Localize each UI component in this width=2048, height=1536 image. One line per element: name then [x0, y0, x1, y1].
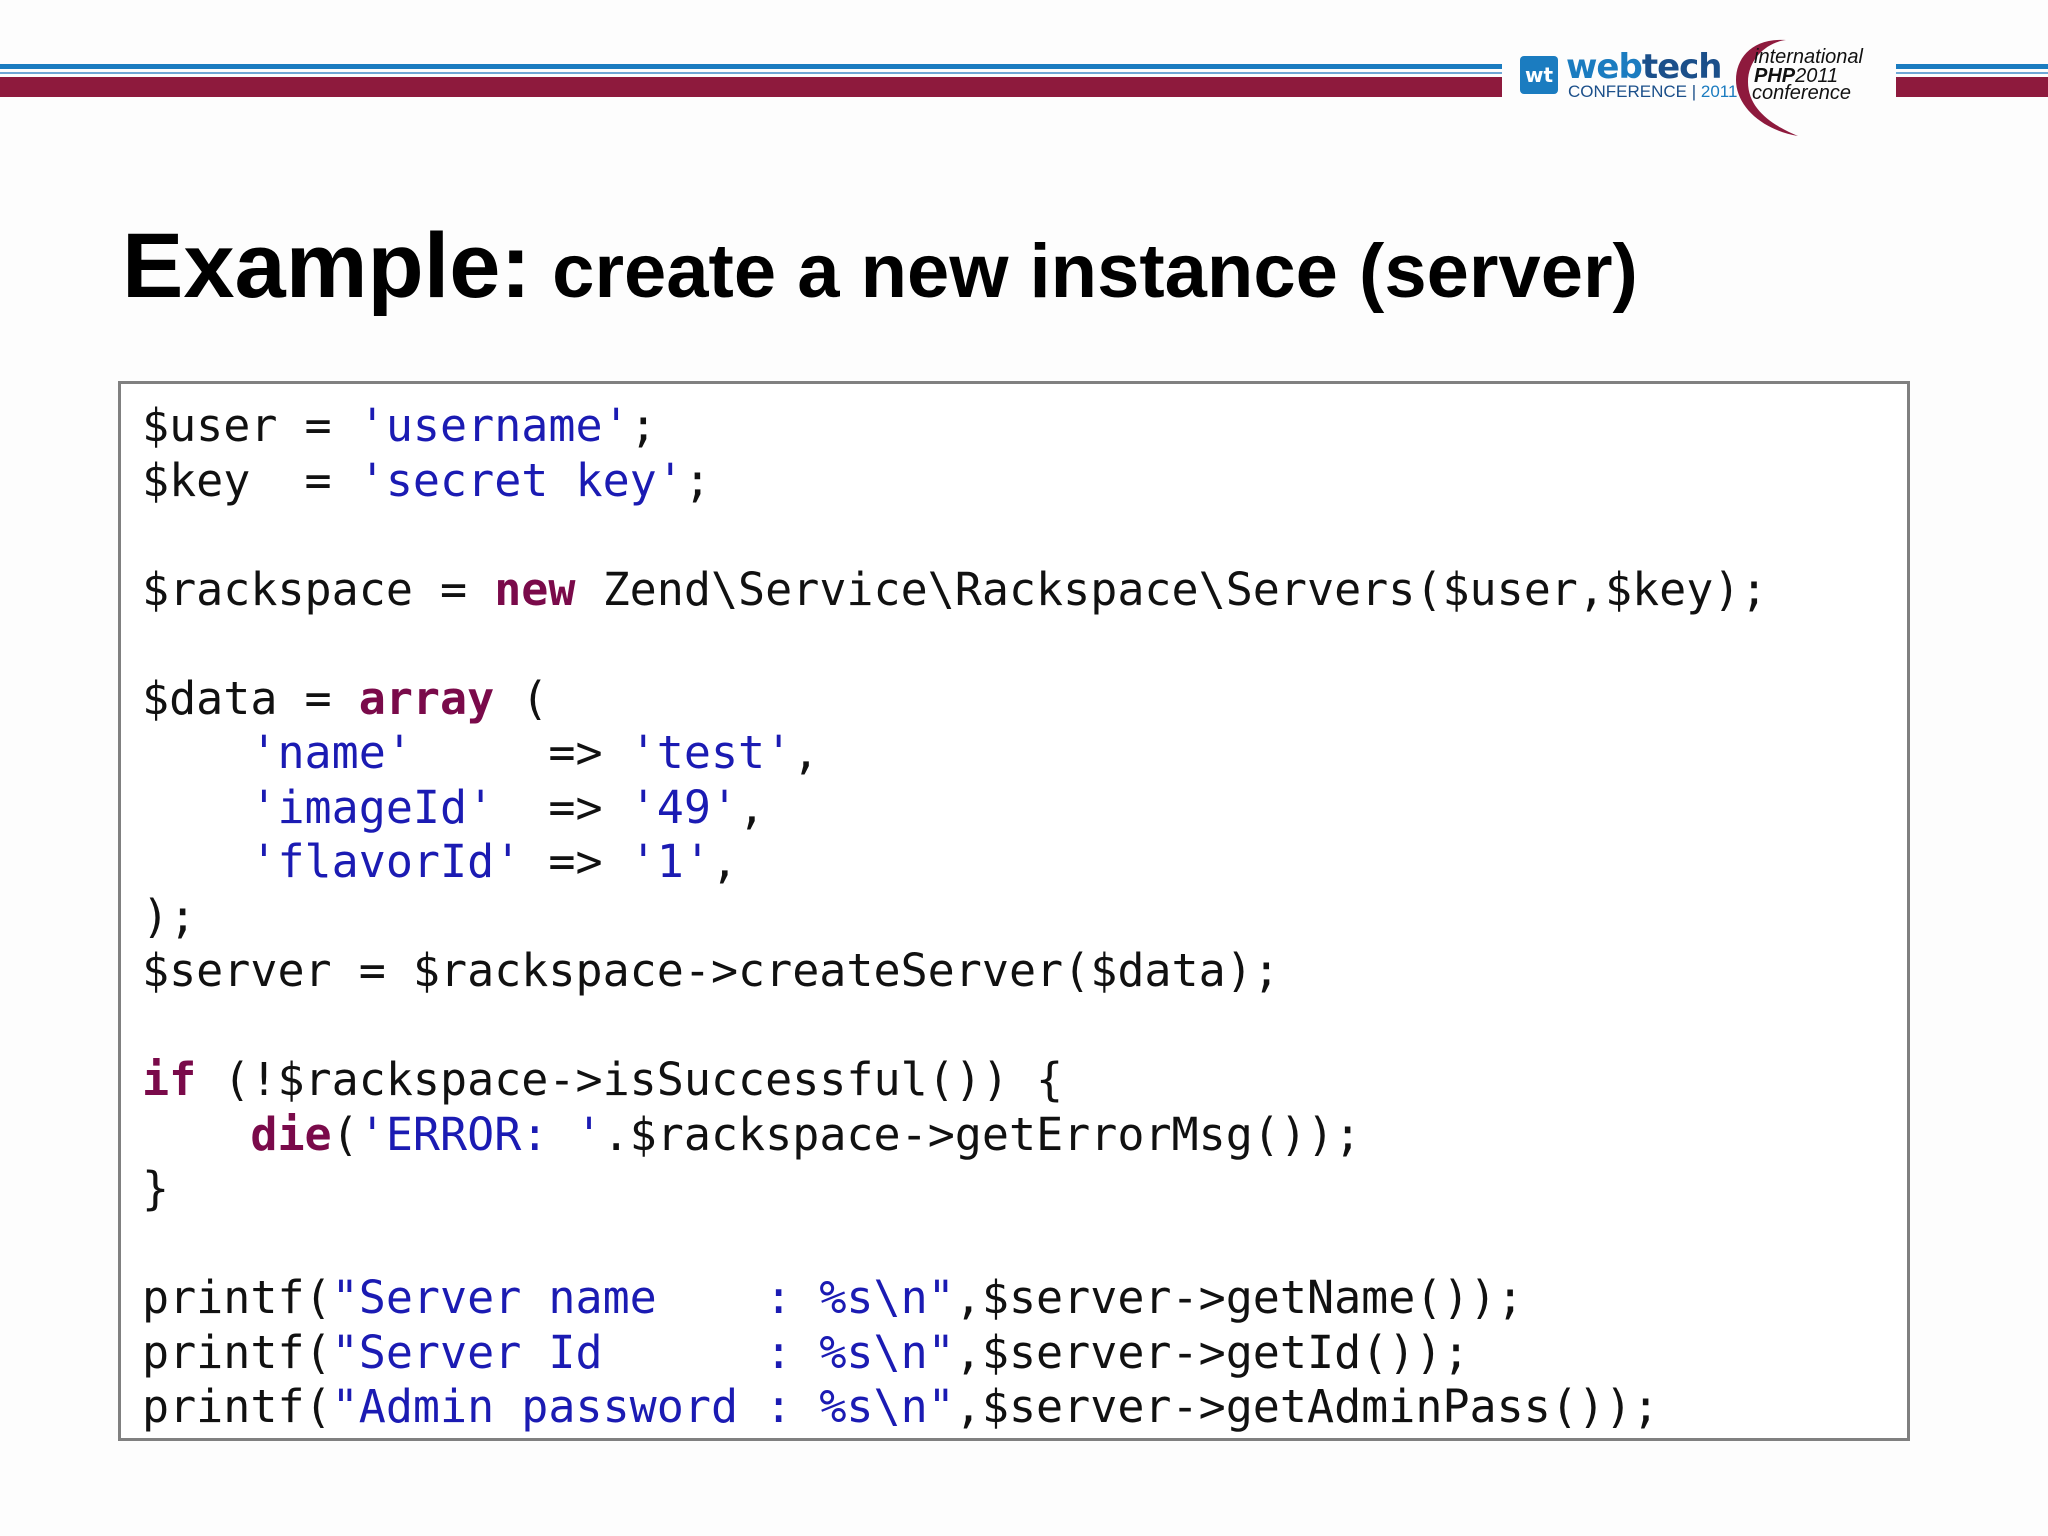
code-line: ); — [142, 889, 196, 945]
code-string: '1' — [629, 835, 711, 888]
webtech-conference-logo: wt webtech CONFERENCE | 2011 — [1516, 46, 1737, 106]
code-line: 'imageId' => '49', — [142, 780, 765, 836]
code-line: 'name' => 'test', — [142, 725, 819, 781]
code-line: } — [142, 1161, 169, 1217]
code-text — [142, 1108, 250, 1161]
code-string: 'name' — [250, 726, 413, 779]
code-string: 'secret key' — [358, 453, 684, 507]
code-text: ,$server->getAdminPass()); — [954, 1380, 1660, 1433]
slide-title: Example: create a new instance (server) — [122, 214, 1638, 319]
code-text: printf( — [142, 1380, 332, 1433]
code-line: 'flavorId' => '1', — [142, 834, 738, 890]
code-text: => — [494, 780, 630, 834]
code-text: } — [142, 1162, 170, 1215]
code-text: printf( — [142, 1271, 332, 1324]
code-line: printf("Server Id : %s\n",$server->getId… — [142, 1325, 1470, 1381]
code-text: ; — [629, 399, 657, 452]
header-blue-thin-stripe — [0, 72, 1502, 74]
code-keyword: array — [358, 671, 495, 725]
slide-title-main: Example: — [122, 215, 532, 317]
code-line: printf("Server name : %s\n",$server->get… — [142, 1270, 1524, 1326]
code-text: ( — [331, 1107, 359, 1161]
code-line: if (!$rackspace->isSuccessful()) { — [142, 1052, 1063, 1108]
code-string: '49' — [629, 780, 739, 834]
header-blue-stripe-right — [1896, 64, 2048, 69]
code-text: , — [738, 780, 766, 834]
code-line: printf("Admin password : %s\n",$server->… — [142, 1379, 1659, 1435]
code-text — [142, 781, 250, 834]
php-swoosh-icon — [1736, 39, 1798, 137]
code-text — [142, 835, 250, 888]
code-string: "Server name : %s\n" — [331, 1271, 955, 1324]
webtech-subtitle: CONFERENCE | 2011 — [1568, 82, 1738, 101]
code-keyword: if — [142, 1053, 197, 1106]
code-text: ,$server->getName()); — [954, 1271, 1524, 1324]
code-text: $server = $rackspace->createServer($data… — [142, 944, 1280, 997]
header-red-stripe-right — [1896, 77, 2048, 97]
code-text: => — [412, 726, 630, 779]
code-text: ,$server->getId()); — [954, 1325, 1470, 1379]
php-conference-logo: international PHP2011 conference — [1722, 34, 1896, 138]
code-text: ); — [142, 889, 197, 943]
code-text: , — [710, 835, 739, 888]
code-box — [118, 381, 1910, 1441]
code-line: $key = 'secret key'; — [142, 453, 711, 509]
code-keyword: die — [250, 1107, 332, 1161]
code-text: , — [792, 726, 820, 779]
code-string: 'test' — [629, 726, 793, 779]
webtech-wordmark: webtech — [1566, 47, 1722, 87]
code-line: $rackspace = new Zend\Service\Rackspace\… — [142, 562, 1768, 618]
code-string: 'username' — [358, 399, 630, 452]
code-text: printf( — [142, 1325, 332, 1379]
code-string: "Admin password : %s\n" — [331, 1380, 955, 1433]
code-string: 'ERROR: ' — [358, 1107, 603, 1161]
header-blue-stripe — [0, 64, 1502, 69]
slide-title-sub: create a new instance (server) — [531, 229, 1638, 314]
code-text: => — [521, 835, 630, 888]
code-text: .$rackspace->getErrorMsg()); — [602, 1107, 1362, 1161]
code-text: $data = — [142, 671, 359, 725]
code-text: ; — [683, 453, 711, 507]
code-string: "Server Id : %s\n" — [331, 1325, 955, 1379]
code-line: $server = $rackspace->createServer($data… — [142, 943, 1280, 999]
code-text: $rackspace = — [142, 562, 495, 616]
code-string: 'imageId' — [250, 780, 495, 834]
code-line: die('ERROR: '.$rackspace->getErrorMsg())… — [142, 1107, 1361, 1163]
code-text: ( — [494, 671, 549, 725]
code-text: $key = — [142, 453, 359, 507]
code-line: $user = 'username'; — [142, 398, 657, 454]
code-line: $data = array ( — [142, 671, 548, 727]
code-text: $user = — [142, 399, 359, 452]
header-blue-thin-stripe-right — [1896, 72, 2048, 74]
code-keyword: new — [494, 562, 576, 616]
code-text — [142, 726, 250, 779]
code-text: Zend\Service\Rackspace\Servers($user,$ke… — [575, 562, 1768, 616]
code-string: 'flavorId' — [250, 835, 522, 888]
wt-logo-icon: wt — [1520, 56, 1558, 94]
code-text: (!$rackspace->isSuccessful()) { — [196, 1053, 1064, 1106]
header-red-stripe — [0, 77, 1502, 97]
